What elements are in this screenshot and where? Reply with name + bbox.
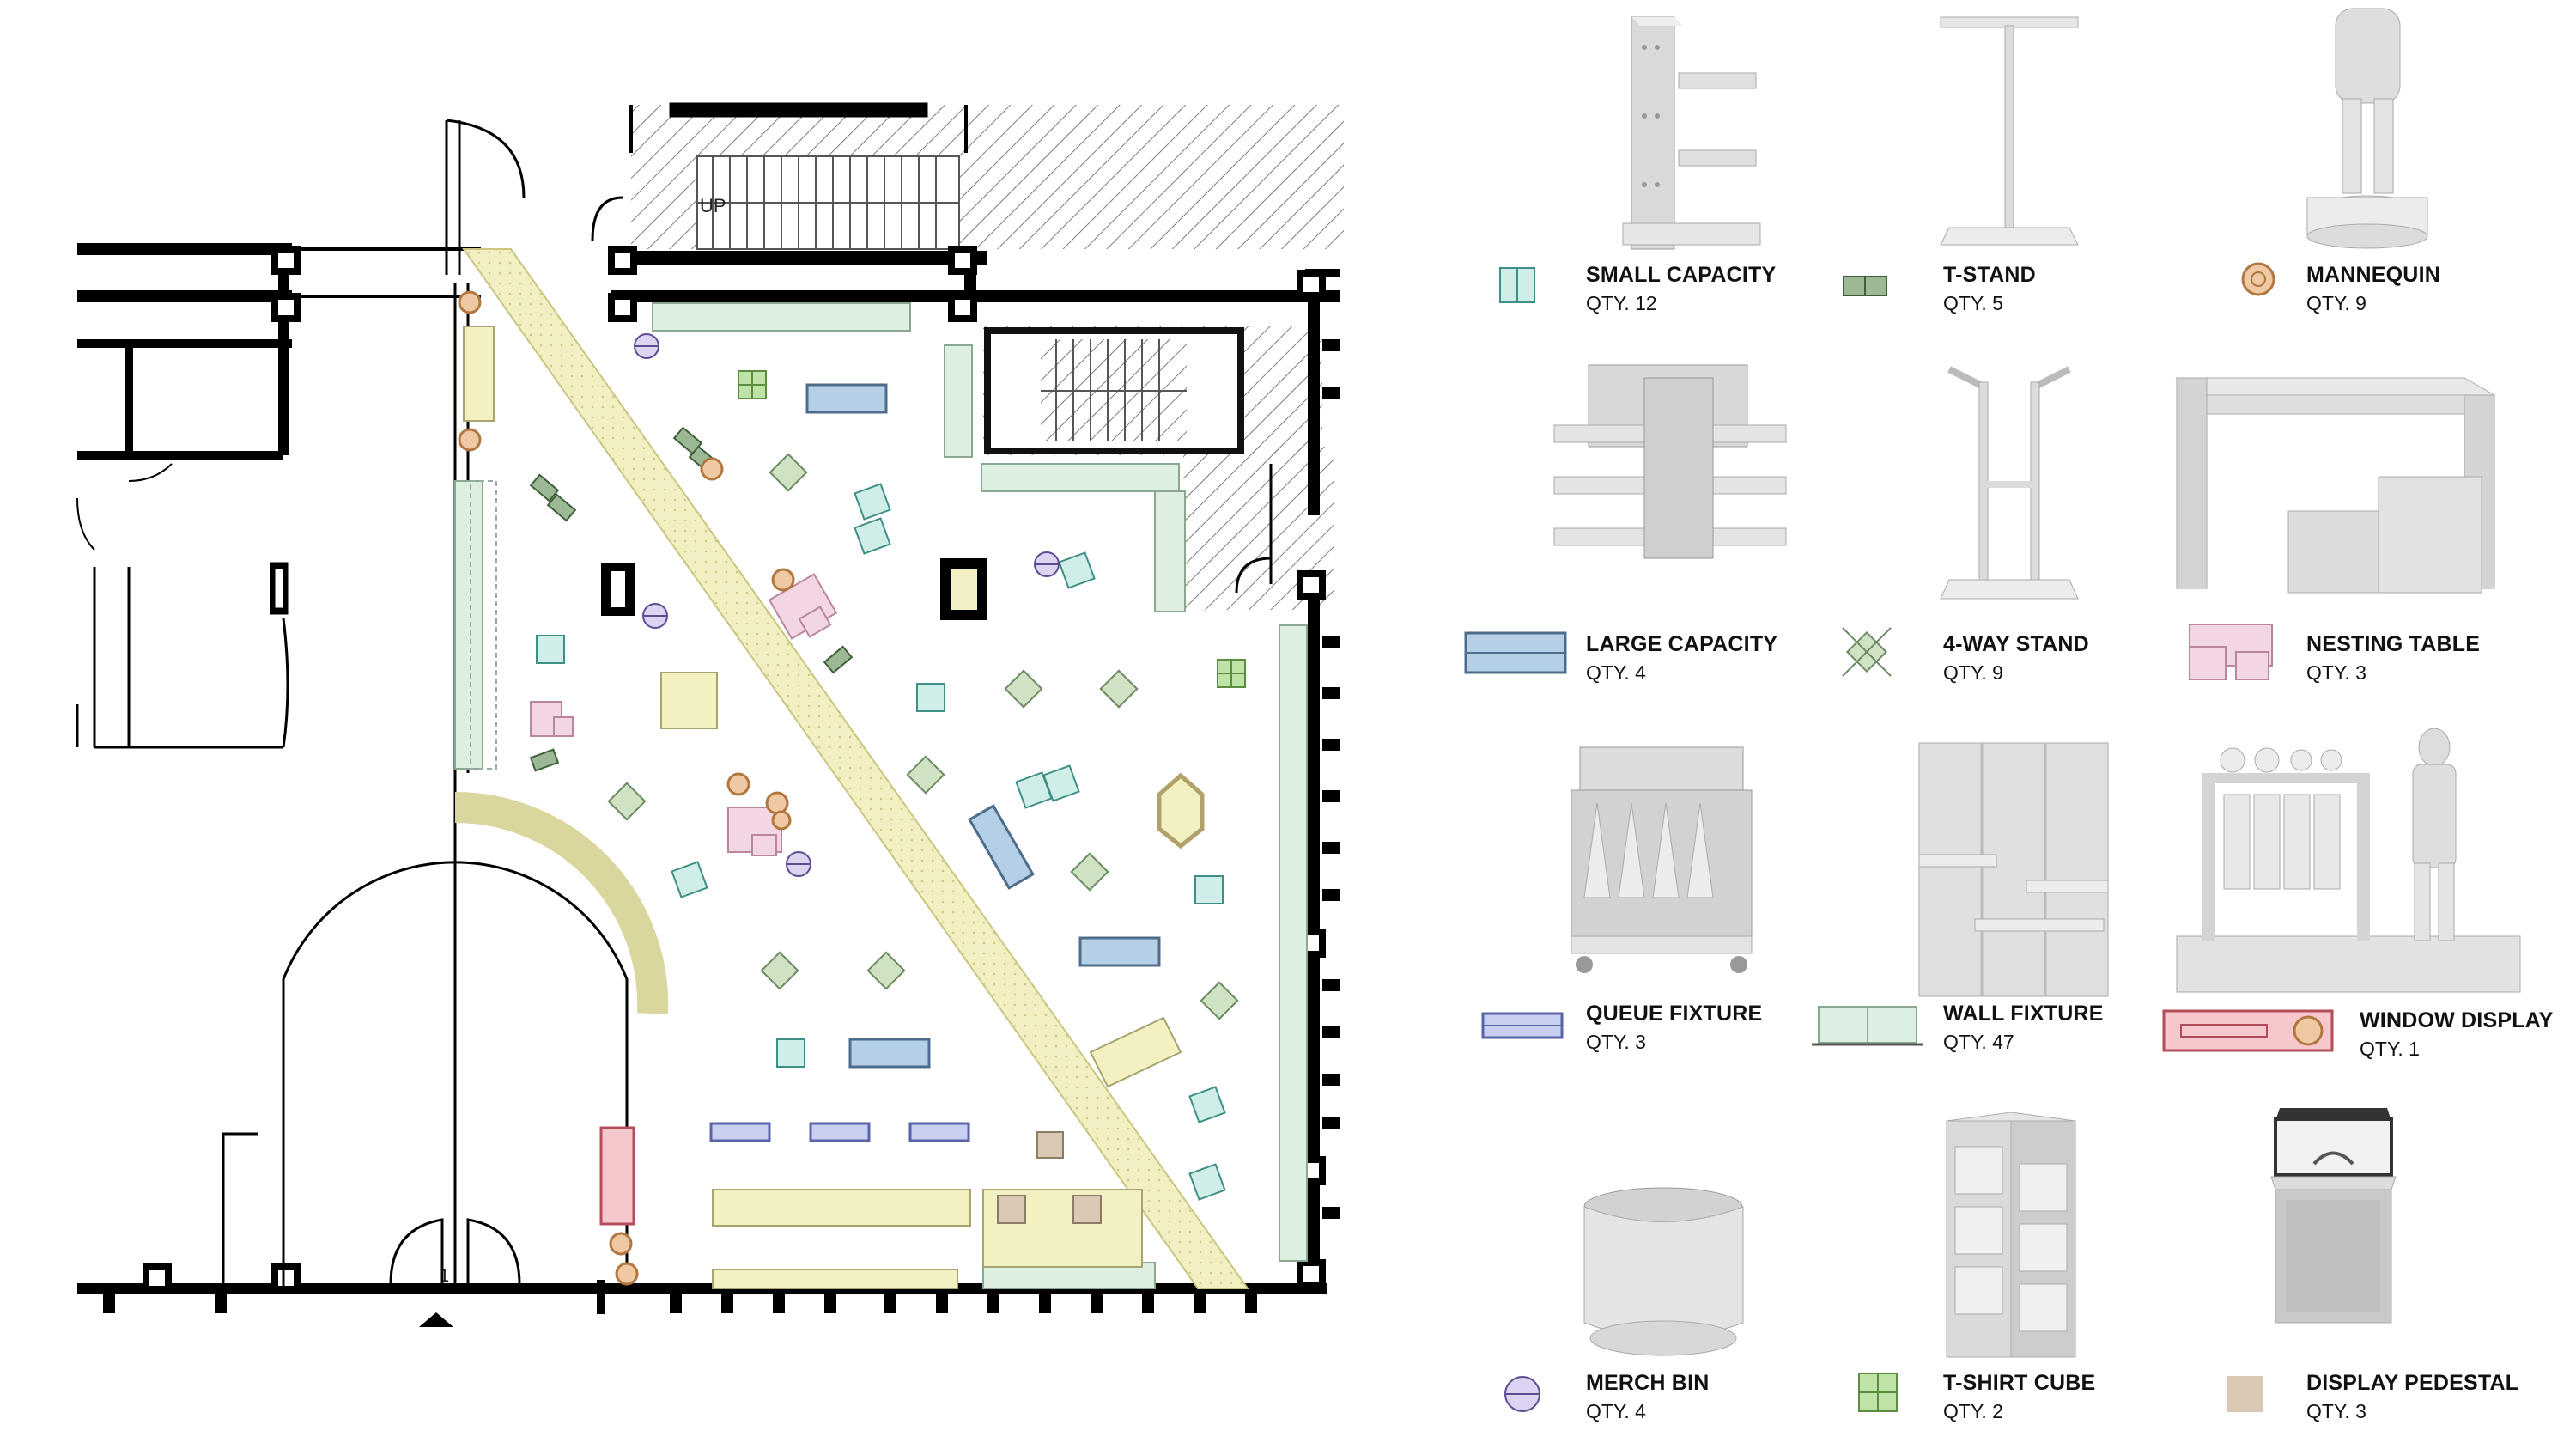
wall-fixture-render: [1918, 742, 2109, 997]
legend-t-stand-name: T-STAND: [1943, 263, 2036, 287]
legend-mannequin-name: MANNEQUIN: [2306, 263, 2440, 287]
mannequin-render: [2306, 8, 2428, 249]
large-capacity-render: [1553, 364, 1787, 559]
nesting-table-icon: [2189, 624, 2273, 680]
small-capacity-render: [1622, 16, 1761, 250]
t-shirt-cubes: [738, 370, 1246, 688]
window-display-icon: [2162, 1009, 2334, 1052]
diagonal-walkway: [462, 248, 1249, 1289]
wall-columns: [143, 246, 1326, 1293]
wall-pilasters: [103, 339, 1340, 1313]
display-pedestal-icon: [2227, 1376, 2263, 1412]
display-pedestal-render: [2270, 1108, 2397, 1324]
legend-queue-fixture-qty: QTY. 3: [1586, 1031, 1646, 1053]
queue-fixtures: [709, 1122, 970, 1142]
legend-nesting-table-qty: QTY. 3: [2306, 661, 2366, 684]
mannequins: [458, 290, 795, 1286]
small-capacity-icon: [1499, 267, 1535, 303]
nesting-table-render: [2175, 377, 2496, 594]
wall-fixtures: [454, 302, 1308, 1289]
legend-window-display-name: WINDOW DISPLAY: [2360, 1008, 2554, 1032]
legend-wall-fixture-name: WALL FIXTURE: [1943, 1002, 2104, 1026]
legend-large-capacity-name: LARGE CAPACITY: [1586, 632, 1778, 656]
entry-arch: [222, 119, 1272, 1288]
four-way-stand-render: [1940, 366, 2079, 600]
floor-plan: UP: [76, 102, 1344, 1327]
stair-up-label: UP: [700, 195, 726, 216]
queue-fixture-render: [1571, 746, 1753, 973]
legend-merch-bin-qty: QTY. 4: [1586, 1400, 1646, 1422]
display-pedestals: [997, 1131, 1102, 1224]
legend-t-shirt-cube-name: T-SHIRT CUBE: [1943, 1371, 2096, 1395]
mannequin-icon: [2241, 262, 2275, 296]
window-display-fixture: [599, 1126, 635, 1226]
legend-four-way-stand-qty: QTY. 9: [1943, 661, 2003, 684]
legend-mannequin-qty: QTY. 9: [2306, 292, 2366, 314]
queue-fixture-icon: [1481, 1012, 1564, 1039]
legend-small-capacity-qty: QTY. 12: [1586, 292, 1657, 314]
four-way-stands: [607, 453, 1239, 1020]
hatched-zone: UP: [631, 105, 1344, 610]
four-way-stand-icon: [1842, 627, 1892, 677]
t-stand-render: [1940, 16, 2079, 246]
legend-t-stand-qty: QTY. 5: [1943, 292, 2003, 314]
entry-door-tag: 1: [419, 1267, 453, 1327]
legend-four-way-stand-name: 4-WAY STAND: [1943, 632, 2089, 656]
legend-wall-fixture-qty: QTY. 47: [1943, 1031, 2014, 1053]
t-shirt-cube-icon: [1858, 1373, 1898, 1412]
small-capacity-fixtures: [536, 483, 1226, 1201]
legend-merch-bin-name: MERCH BIN: [1586, 1371, 1710, 1395]
large-capacity-fixtures: [805, 383, 1161, 1069]
t-stand-icon: [1843, 276, 1887, 296]
wall-fixture-icon: [1812, 1006, 1923, 1046]
merch-bin-icon: [1504, 1376, 1540, 1412]
large-capacity-icon: [1464, 631, 1567, 674]
legend-small-capacity-name: SMALL CAPACITY: [1586, 263, 1777, 287]
t-shirt-cube-render: [1946, 1112, 2076, 1358]
left-dashed-fixtures: [470, 480, 497, 770]
merch-bin-render: [1583, 1187, 1744, 1356]
display-cases: [601, 558, 987, 620]
legend-queue-fixture-name: QUEUE FIXTURE: [1586, 1002, 1763, 1026]
legend-large-capacity-qty: QTY. 4: [1586, 661, 1646, 684]
entry-door-number: 1: [440, 1267, 449, 1286]
legend-nesting-table-name: NESTING TABLE: [2306, 632, 2481, 656]
legend-display-pedestal-name: DISPLAY PEDESTAL: [2306, 1371, 2519, 1395]
legend-display-pedestal-qty: QTY. 3: [2306, 1400, 2366, 1422]
legend-window-display-qty: QTY. 1: [2360, 1038, 2420, 1060]
window-display-render: [2176, 728, 2521, 993]
legend-t-shirt-cube-qty: QTY. 2: [1943, 1400, 2003, 1422]
merch-bins: [634, 333, 1060, 877]
